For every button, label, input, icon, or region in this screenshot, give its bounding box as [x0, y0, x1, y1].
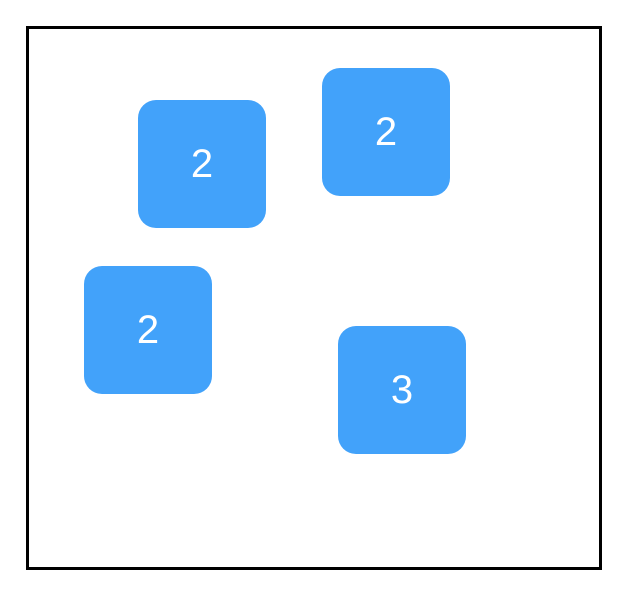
game-board: 2 2 2 3 [26, 26, 602, 570]
number-tile[interactable]: 2 [84, 266, 212, 394]
number-tile[interactable]: 2 [322, 68, 450, 196]
number-tile[interactable]: 2 [138, 100, 266, 228]
number-tile[interactable]: 3 [338, 326, 466, 454]
